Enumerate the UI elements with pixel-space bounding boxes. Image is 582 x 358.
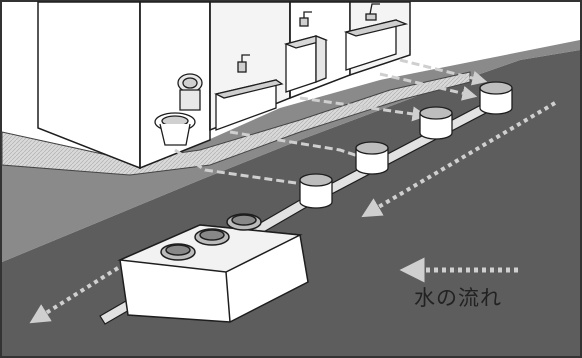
manhole-4 (480, 82, 512, 114)
manhole-2 (356, 142, 388, 174)
manhole-1 (300, 174, 332, 208)
legend-label: 水の流れ (414, 282, 564, 314)
manhole-3 (420, 107, 452, 139)
